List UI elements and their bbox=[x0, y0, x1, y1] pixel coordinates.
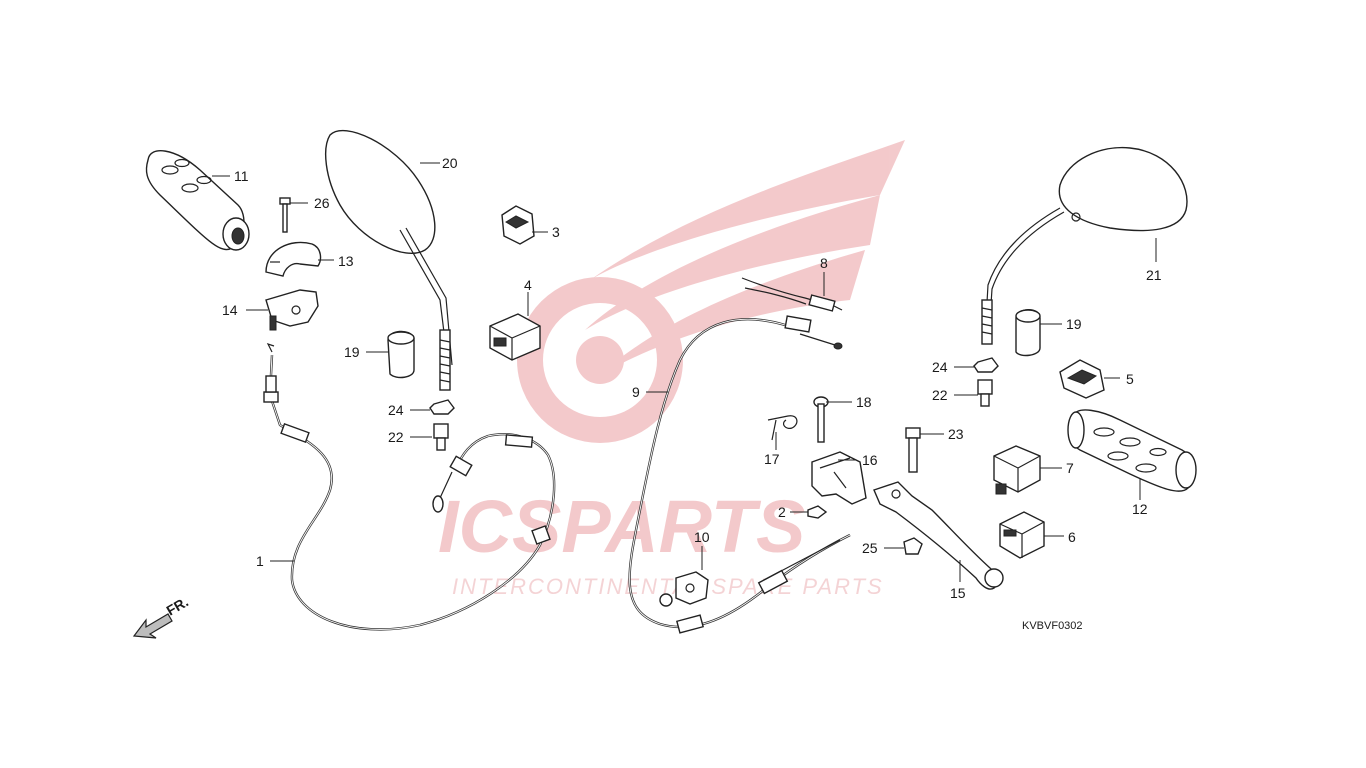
clamp-10 bbox=[659, 571, 709, 607]
pin-18 bbox=[813, 396, 829, 443]
screw-26 bbox=[279, 197, 291, 233]
callout-labels: 1 2 3 4 5 6 7 8 9 10 11 12 13 14 15 16 1… bbox=[222, 155, 1162, 601]
switch-6 bbox=[999, 511, 1045, 559]
grip-left bbox=[145, 150, 250, 251]
callout-9: 9 bbox=[632, 384, 640, 400]
nut-24-left bbox=[429, 399, 455, 415]
wing-logo-icon bbox=[517, 140, 905, 443]
bolt-22-left bbox=[433, 423, 449, 451]
callout-4: 4 bbox=[524, 277, 532, 293]
callout-21: 21 bbox=[1146, 267, 1162, 283]
switch-5 bbox=[1059, 359, 1105, 399]
callout-5: 5 bbox=[1126, 371, 1134, 387]
callout-13: 13 bbox=[338, 253, 354, 269]
callout-19-right: 19 bbox=[1066, 316, 1082, 332]
callout-18: 18 bbox=[856, 394, 872, 410]
brake-lever-15 bbox=[873, 481, 1004, 590]
bolt-22-right bbox=[977, 379, 993, 407]
front-direction-indicator: FR. bbox=[132, 593, 191, 639]
callout-22-right: 22 bbox=[932, 387, 948, 403]
callout-2: 2 bbox=[778, 504, 786, 520]
mirror-right bbox=[981, 146, 1188, 345]
switch-7 bbox=[993, 445, 1041, 495]
callout-14: 14 bbox=[222, 302, 238, 318]
callout-19-left: 19 bbox=[344, 344, 360, 360]
callout-24-left: 24 bbox=[388, 402, 404, 418]
callout-6: 6 bbox=[1068, 529, 1076, 545]
nut-25 bbox=[903, 537, 923, 555]
callout-3: 3 bbox=[552, 224, 560, 240]
diagram-code: KVBVF0302 bbox=[1022, 620, 1083, 632]
watermark-brand: ICSPARTS bbox=[438, 485, 805, 568]
brake-cable bbox=[628, 315, 851, 634]
nut-24-right bbox=[973, 357, 999, 373]
callout-1: 1 bbox=[256, 553, 264, 569]
throttle-cable bbox=[263, 342, 556, 631]
boot-19-left bbox=[387, 330, 415, 379]
nut-2 bbox=[807, 505, 828, 519]
switch-3 bbox=[501, 205, 535, 245]
arrow-down-left-icon bbox=[132, 613, 173, 639]
callout-7: 7 bbox=[1066, 460, 1074, 476]
callout-16: 16 bbox=[862, 452, 878, 468]
switch-wire-8 bbox=[741, 277, 843, 350]
switch-4 bbox=[489, 313, 541, 361]
callout-25: 25 bbox=[862, 540, 878, 556]
callout-12: 12 bbox=[1132, 501, 1148, 517]
mirror-left bbox=[325, 129, 453, 391]
callout-15: 15 bbox=[950, 585, 966, 601]
callout-17: 17 bbox=[764, 451, 780, 467]
grip-right bbox=[1067, 409, 1197, 492]
callout-26: 26 bbox=[314, 195, 330, 211]
clip-17 bbox=[767, 415, 798, 441]
callout-24-right: 24 bbox=[932, 359, 948, 375]
callout-23: 23 bbox=[948, 426, 964, 442]
callout-10: 10 bbox=[694, 529, 710, 545]
callout-11: 11 bbox=[234, 168, 249, 184]
holder-upper bbox=[265, 241, 322, 277]
holder-lower bbox=[265, 289, 319, 331]
bolt-23 bbox=[905, 427, 921, 473]
callout-22-left: 22 bbox=[388, 429, 404, 445]
callout-8: 8 bbox=[820, 255, 828, 271]
watermark: ICSPARTS INTERCONTINENTAL SPARE PARTS bbox=[438, 140, 905, 599]
boot-19-right bbox=[1015, 309, 1041, 357]
callout-20: 20 bbox=[442, 155, 458, 171]
